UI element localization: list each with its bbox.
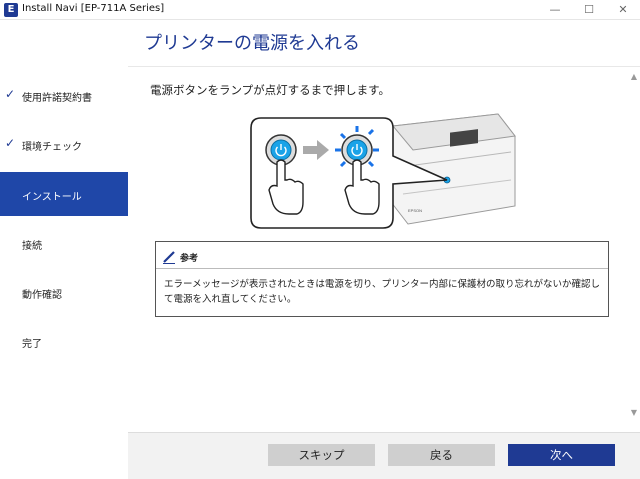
page-title: プリンターの電源を入れる — [144, 33, 360, 54]
step-label: 動作確認 — [22, 290, 62, 301]
step-label: インストール — [22, 192, 82, 203]
vertical-scrollbar[interactable]: ▲ ▼ — [628, 68, 640, 432]
note-body: エラーメッセージが表示されたときは電源を切り、プリンター内部に保護材の取り忘れが… — [164, 279, 601, 305]
step-label: 環境チェック — [22, 142, 82, 153]
printer-icon: EPSON — [390, 113, 516, 225]
step-operation-check: 動作確認 — [0, 270, 128, 314]
next-button[interactable]: 次へ — [508, 444, 615, 466]
title-bar: E Install Navi [EP-711A Series] — ☐ ✕ — [0, 0, 640, 20]
pencil-icon — [163, 251, 175, 264]
step-label: 完了 — [22, 339, 42, 350]
step-connection: 接続 — [0, 221, 128, 265]
step-environment-check: ✓ 環境チェック — [0, 122, 128, 166]
scroll-up-icon[interactable]: ▲ — [630, 72, 638, 81]
sidebar-steps: ✓ 使用許諾契約書 ✓ 環境チェック インストール 接続 動作確認 完了 — [0, 21, 142, 479]
skip-button[interactable]: スキップ — [268, 444, 375, 466]
power-button-icon — [265, 134, 297, 166]
footer-bar: スキップ 戻る 次へ — [128, 432, 640, 479]
step-label: 接続 — [22, 241, 42, 252]
app-icon: E — [4, 3, 18, 17]
step-label: 使用許諾契約書 — [22, 93, 92, 104]
page-header: プリンターの電源を入れる — [128, 21, 640, 67]
step-complete: 完了 — [0, 319, 128, 363]
window-title: Install Navi [EP-711A Series] — [22, 3, 165, 14]
main-content: 電源ボタンをランプが点灯するまで押します。 EPSON — [128, 68, 628, 432]
scroll-down-icon[interactable]: ▼ — [630, 408, 638, 417]
check-icon: ✓ — [5, 136, 16, 150]
step-license-agreement: ✓ 使用許諾契約書 — [0, 73, 128, 117]
check-icon: ✓ — [5, 87, 16, 101]
close-button[interactable]: ✕ — [618, 3, 628, 16]
hand-pointer-icon — [268, 159, 380, 215]
minimize-button[interactable]: — — [549, 3, 561, 16]
arrow-right-icon — [303, 140, 329, 160]
info-note: 参考 エラーメッセージが表示されたときは電源を切り、プリンター内部に保護材の取り… — [155, 241, 609, 317]
power-on-illustration: EPSON — [250, 113, 516, 229]
printer-brand: EPSON — [408, 208, 422, 213]
step-install: インストール — [0, 172, 142, 216]
note-title: 参考 — [180, 254, 199, 264]
back-button[interactable]: 戻る — [388, 444, 495, 466]
note-divider — [156, 268, 608, 269]
maximize-button[interactable]: ☐ — [584, 3, 594, 16]
instruction-text: 電源ボタンをランプが点灯するまで押します。 — [150, 83, 391, 97]
